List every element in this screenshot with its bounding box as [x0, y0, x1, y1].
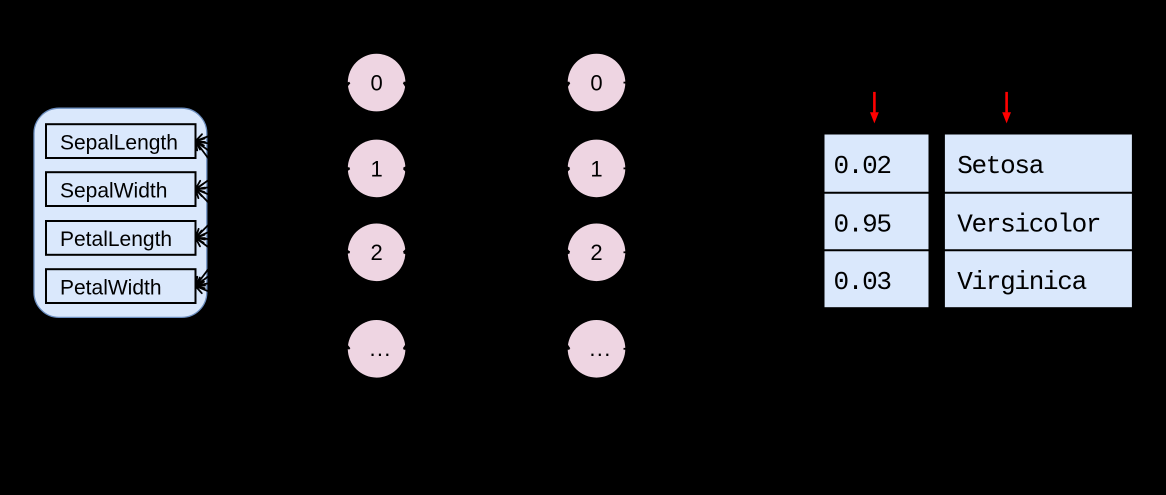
- svg-text:2: 2: [590, 240, 602, 265]
- svg-text:Versicolor: Versicolor: [957, 210, 1100, 240]
- svg-text:PetalWidth: PetalWidth: [60, 276, 162, 299]
- svg-text:Virginica: Virginica: [957, 267, 1086, 297]
- svg-text:0.03: 0.03: [834, 267, 891, 297]
- svg-text:...: ...: [589, 336, 611, 361]
- svg-text:1: 1: [370, 156, 382, 181]
- svg-text:Setosa: Setosa: [957, 151, 1044, 181]
- svg-text:...: ...: [369, 336, 391, 361]
- svg-text:2: 2: [370, 240, 382, 265]
- svg-text:0.95: 0.95: [834, 210, 891, 240]
- svg-text:1: 1: [590, 156, 602, 181]
- svg-text:SepalWidth: SepalWidth: [60, 179, 167, 202]
- svg-text:0.02: 0.02: [834, 151, 891, 181]
- svg-text:0: 0: [370, 71, 382, 96]
- svg-text:PetalLength: PetalLength: [60, 228, 172, 251]
- svg-text:SepalLength: SepalLength: [60, 131, 178, 154]
- svg-text:0: 0: [590, 71, 602, 96]
